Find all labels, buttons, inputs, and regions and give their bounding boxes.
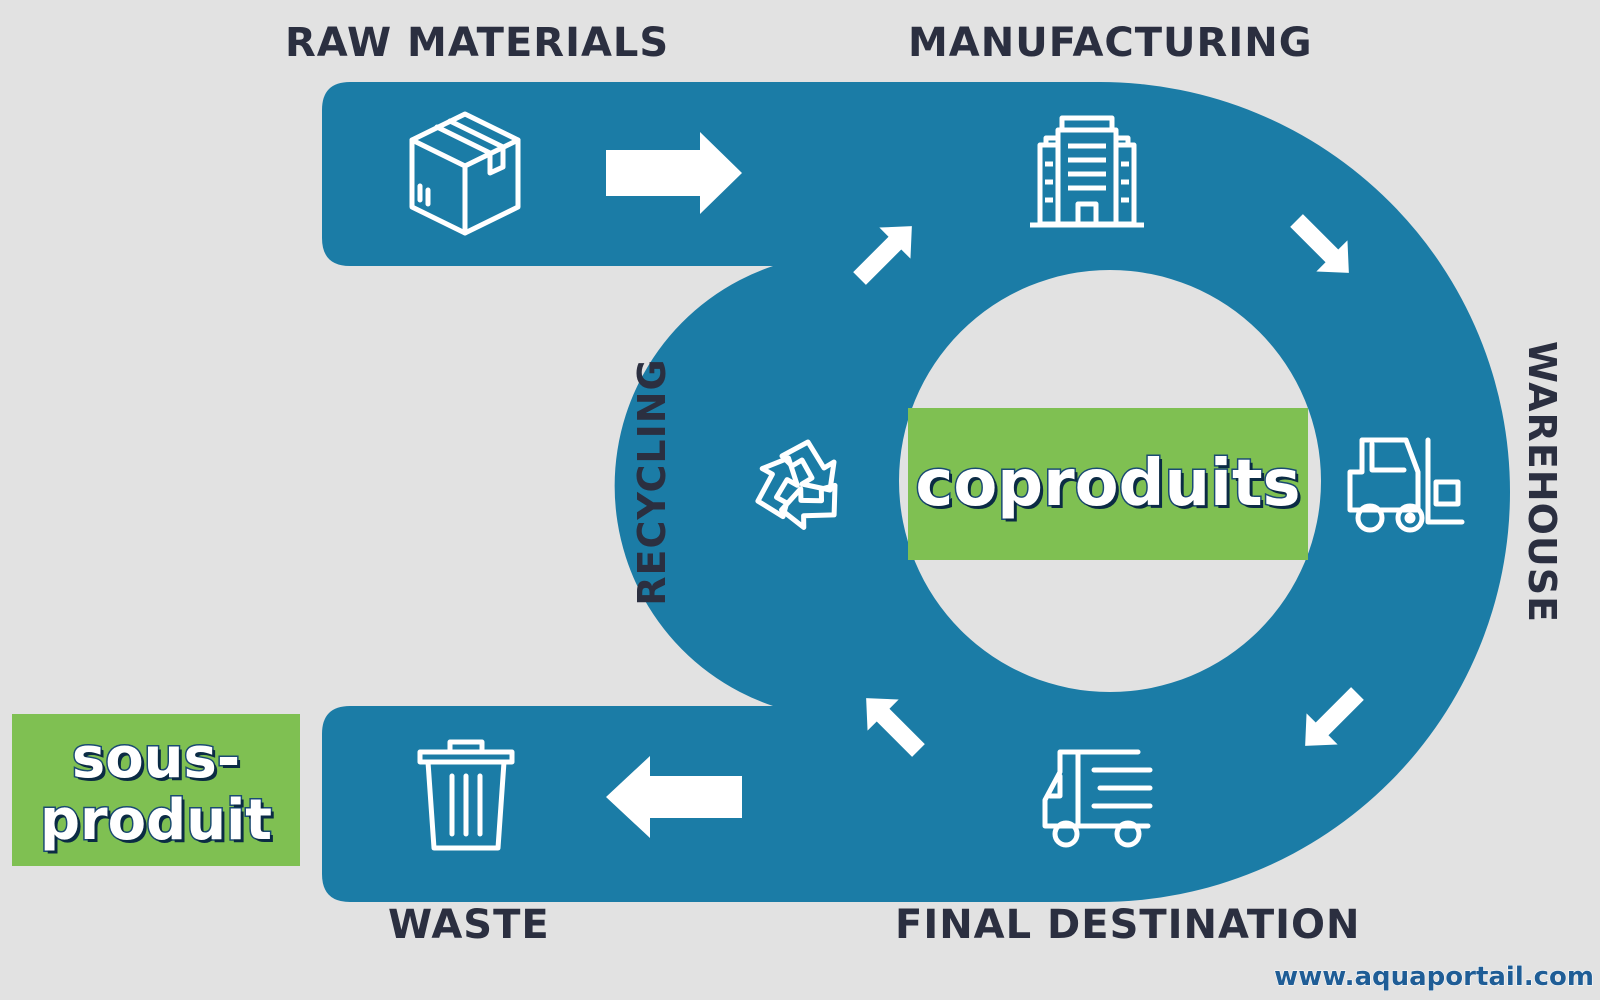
label-raw-materials: RAW MATERIALS (285, 20, 670, 66)
arrow-recycling-to-manufacturing (853, 226, 912, 285)
truck-icon (1042, 749, 1153, 848)
arrow-to-waste (606, 756, 742, 838)
sous-produit-line1: sous- (70, 726, 241, 791)
arrow-to-manufacturing (606, 132, 742, 214)
arrow-manufacturing-to-warehouse (1290, 214, 1349, 273)
arrow-destination-to-recycling (866, 698, 925, 757)
coproduits-text: coproduits (914, 446, 1302, 523)
recycle-icon (755, 439, 838, 530)
label-manufacturing: MANUFACTURING (908, 20, 1313, 66)
arrow-warehouse-to-destination (1305, 687, 1364, 746)
track-shape (322, 82, 1510, 902)
label-recycling: RECYCLING (630, 358, 674, 606)
coproduits-tag: coproduits (908, 408, 1308, 560)
trash-can-icon (417, 739, 515, 851)
label-final-destination: FINAL DESTINATION (895, 902, 1361, 948)
factory-icon (1030, 115, 1144, 228)
sous-produit-tag: sous- produit (12, 714, 300, 866)
website-watermark: www.aquaportail.com (1274, 962, 1595, 993)
box-icon (409, 111, 521, 236)
forklift-icon (1347, 437, 1465, 533)
sous-produit-line2: produit (38, 788, 273, 853)
label-waste: WASTE (388, 902, 550, 948)
label-warehouse: WAREHOUSE (1520, 340, 1564, 624)
